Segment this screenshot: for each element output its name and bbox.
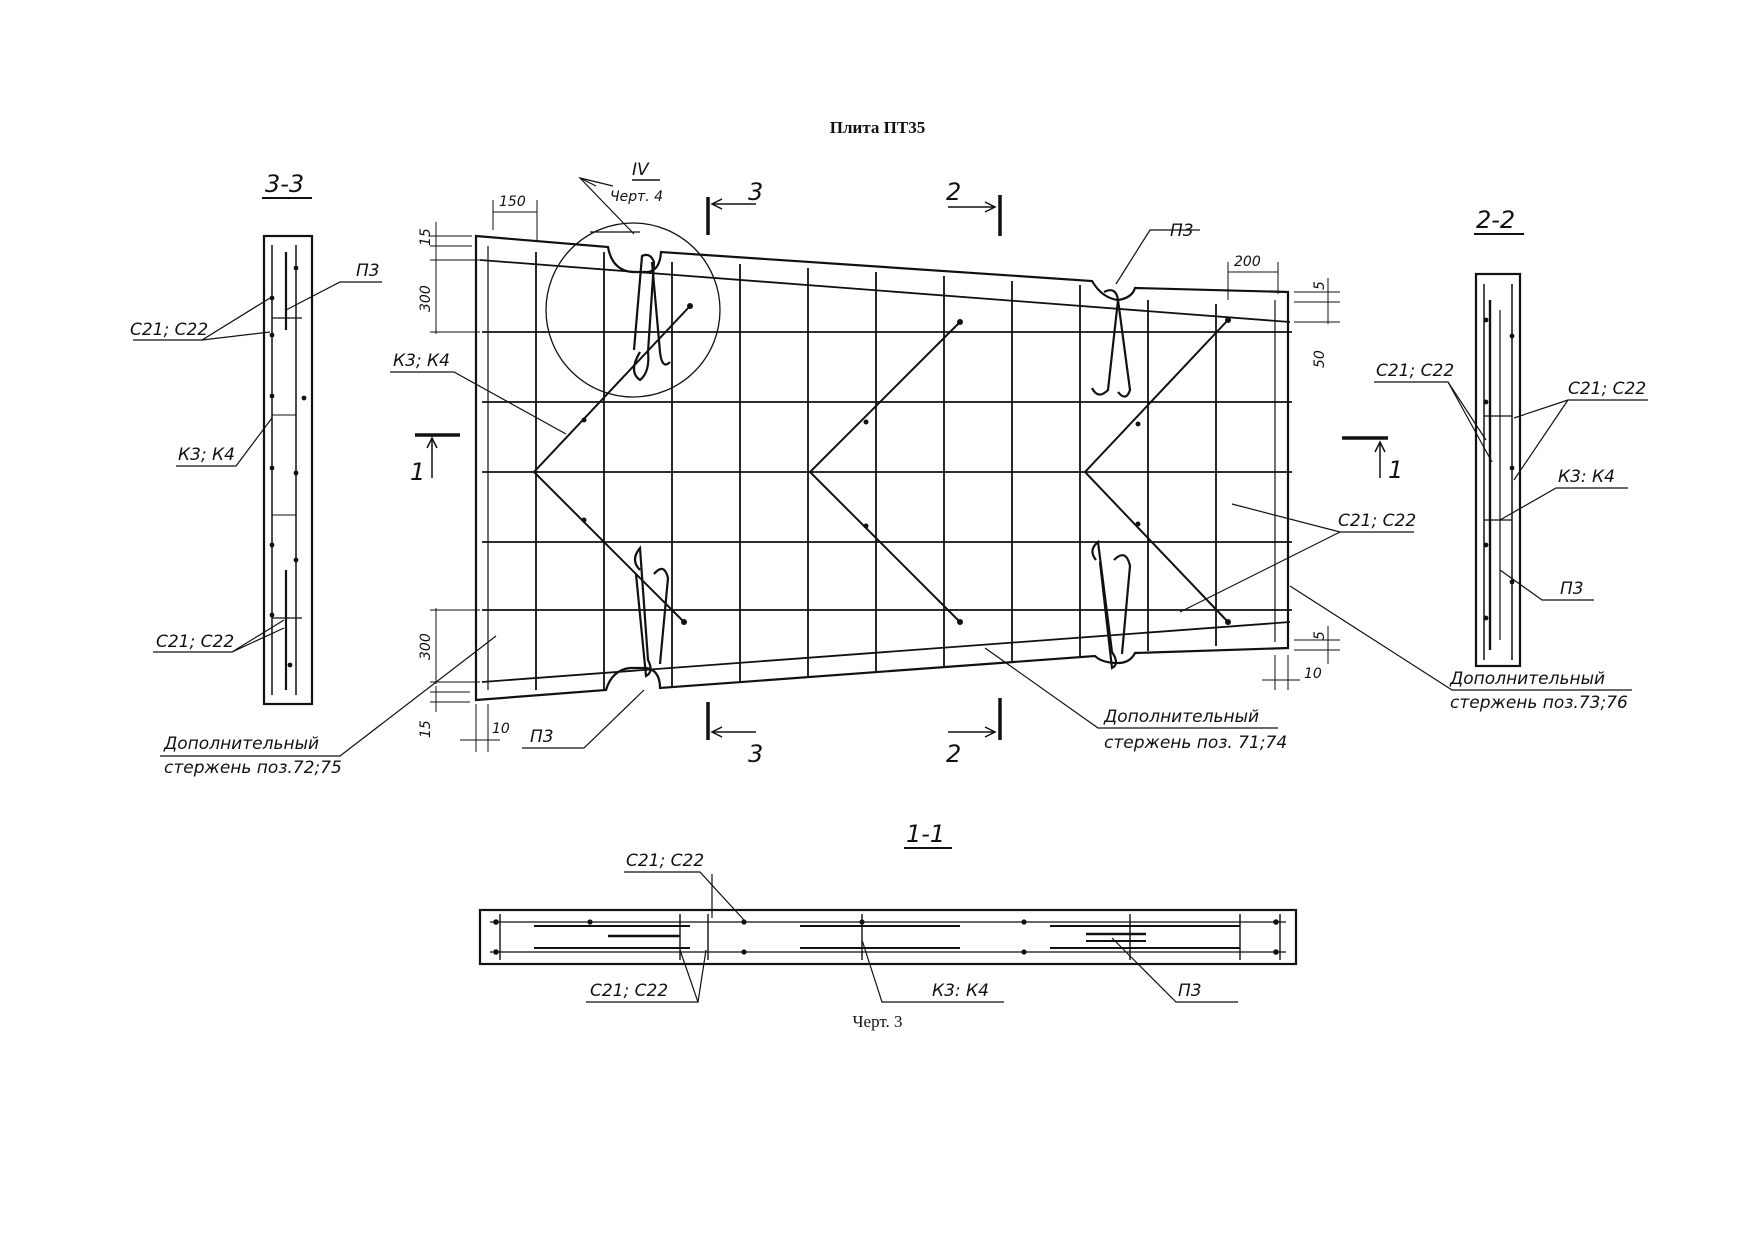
- section-1-1-title: 1-1: [906, 820, 945, 848]
- label-c21-c22-top: С21; С22: [130, 320, 208, 340]
- dim-50: 50: [1312, 350, 1328, 368]
- label-extra-72-75-line1: Дополнительный: [163, 734, 319, 754]
- cut-3-top: 3: [748, 178, 763, 206]
- lifting-loop-group: [632, 253, 1132, 678]
- section-2-2-outline: [1474, 272, 1522, 668]
- dim-10-left: 10: [492, 721, 510, 737]
- label-p3-1-1: П3: [1178, 981, 1202, 1001]
- section-2-2: 2-2 С21; С22 С21; С22 К3: К4 П3 Дополнит…: [1289, 206, 1648, 713]
- cut-2-top: 2: [946, 178, 961, 206]
- label-c21-c22-2-2-left: С21; С22: [1376, 361, 1454, 381]
- section-2-2-title: 2-2: [1476, 206, 1515, 234]
- cut-2-bottom: 2: [946, 740, 961, 768]
- drawing-title: Плита ПТ35: [829, 118, 926, 137]
- dim-10-right: 10: [1304, 666, 1322, 682]
- section-3-3-outline: [262, 234, 314, 706]
- label-extra-73-76-line2: стержень поз.73;76: [1450, 693, 1628, 713]
- section-3-3: 3-3 С21; С22 П3 К3; К4 С21; С22: [130, 170, 382, 706]
- label-extra-72-75-line2: стержень поз.72;75: [164, 758, 342, 778]
- label-k3-k4-1-1: К3: К4: [932, 981, 989, 1001]
- section-1-1: 1-1 С21; С22 С21; С22: [478, 820, 1298, 1003]
- dim-200: 200: [1234, 254, 1261, 270]
- dim-15-bottom: 15: [418, 720, 434, 738]
- section-1-1-outline: [478, 908, 1298, 966]
- dim-5-top: 5: [1312, 281, 1328, 290]
- dim-300-bottom: 300: [418, 633, 434, 660]
- label-extra-71-74-line1: Дополнительный: [1103, 707, 1259, 727]
- plan-view: IV Черт. 4 3 3 2 2 1 1: [160, 160, 1416, 778]
- label-c21-c22-bottom: С21; С22: [156, 632, 234, 652]
- label-c21-c22-1-1-bottom: С21; С22: [590, 981, 668, 1001]
- figure-caption: Черт. 3: [852, 1012, 903, 1031]
- label-p3-3-3: П3: [356, 261, 380, 281]
- dim-150: 150: [499, 194, 526, 210]
- label-extra-73-76-line1: Дополнительный: [1449, 669, 1605, 689]
- section-3-3-title: 3-3: [265, 170, 304, 198]
- label-p3-plan-bottom: П3: [530, 727, 554, 747]
- cut-1-right: 1: [1388, 456, 1403, 484]
- dim-300-top: 300: [418, 285, 434, 312]
- label-c21-c22-plan: С21; С22: [1338, 511, 1416, 531]
- dim-15-top: 15: [418, 228, 434, 246]
- label-c21-c22-2-2-right: С21; С22: [1568, 379, 1646, 399]
- cut-3-bottom: 3: [748, 740, 763, 768]
- dim-5-bottom: 5: [1312, 631, 1328, 640]
- detail-iv-numeral: IV: [632, 160, 650, 180]
- detail-iv-sheet-ref: Черт. 4: [610, 189, 663, 205]
- cut-1-left: 1: [410, 458, 425, 486]
- label-k3-k4-3-3: К3; К4: [178, 445, 235, 465]
- label-k3-k4-2-2: К3: К4: [1558, 467, 1615, 487]
- label-p3-plan-top: П3: [1170, 221, 1194, 241]
- label-k3-k4-plan: К3; К4: [393, 351, 450, 371]
- label-p3-2-2: П3: [1560, 579, 1584, 599]
- label-c21-c22-1-1-top: С21; С22: [626, 851, 704, 871]
- label-extra-71-74-line2: стержень поз. 71;74: [1104, 733, 1287, 753]
- detail-iv-circle: [545, 222, 721, 398]
